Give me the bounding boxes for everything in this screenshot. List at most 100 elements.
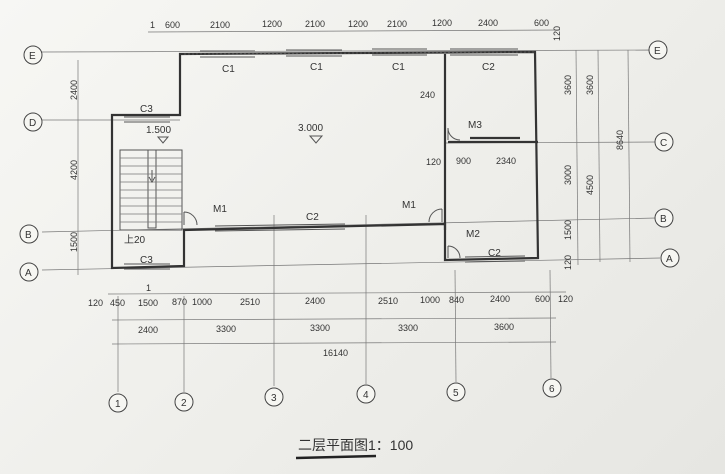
bottom-dim: 1000 [420, 295, 440, 305]
top-dim: 2100 [305, 19, 325, 29]
right-dimensions: 3600 3600 3000 4500 1500 120 8640 [563, 75, 625, 270]
right-dim: 3600 [563, 75, 573, 95]
door-label: M2 [466, 229, 480, 240]
total-dim: 16140 [323, 348, 348, 358]
right-dim: 1500 [563, 220, 573, 240]
axis-bubble [108, 393, 128, 413]
top-dim: 1 [150, 20, 155, 30]
top-dim: 2100 [210, 20, 230, 30]
top-dim: 2100 [387, 19, 407, 29]
interior-dim: 120 [426, 157, 441, 167]
axis-label: 3 [271, 393, 277, 404]
axis-label: D [29, 118, 36, 129]
interior-dim: 900 [456, 156, 471, 166]
interior-dim: 240 [420, 90, 435, 100]
axis-dim: 2400 [138, 325, 158, 335]
windows [124, 48, 526, 270]
stair-label: 1 [146, 283, 151, 293]
top-dimensions: 1 600 2100 1200 2100 1200 2100 1200 2400… [150, 18, 562, 41]
axis-bubble [446, 382, 466, 402]
stair-up-label: 上20 [124, 234, 146, 246]
elevation-mark: 1.500 [146, 125, 171, 136]
bottom-dim: 120 [558, 294, 573, 304]
axis-label: 1 [115, 399, 121, 410]
axis-label: 6 [549, 384, 555, 395]
bottom-dim: 600 [535, 294, 550, 304]
axis-bubble [648, 40, 668, 60]
top-dim: 600 [165, 20, 180, 30]
axis-label: E [29, 51, 36, 62]
right-axis-bubbles: E C B A [648, 40, 680, 268]
right-dim: 120 [563, 255, 573, 270]
bottom-dim: 450 [110, 298, 125, 308]
axis-dim: 3300 [216, 324, 236, 334]
bottom-dim: 120 [88, 298, 103, 308]
bottom-dim: 840 [449, 295, 464, 305]
door-label: M3 [468, 120, 482, 131]
axis-label: E [654, 46, 661, 57]
right-dim: 3000 [563, 165, 573, 185]
interior-dimensions: 240 120 900 2340 [420, 90, 516, 167]
axis-label: B [25, 230, 32, 241]
axis-dim: 3600 [494, 322, 514, 332]
bottom-dim: 870 [172, 297, 187, 307]
right-dim: 4500 [585, 175, 595, 195]
axis-bubble [23, 112, 43, 132]
right-dim: 8640 [615, 130, 625, 150]
window-label: C1 [222, 64, 235, 75]
top-dim: 1200 [432, 18, 452, 28]
drawing-title-block: 二层平面图1：100 [295, 437, 413, 460]
axis-bubble [654, 132, 674, 152]
top-dim: 120 [552, 26, 562, 41]
drawing-title: 二层平面图1：100 [298, 437, 413, 453]
axis-bubble [264, 387, 284, 407]
left-dim: 2400 [69, 80, 79, 100]
axis-bubble [356, 384, 376, 404]
axis-label: A [25, 268, 32, 279]
elevation-mark: 3.000 [298, 123, 323, 134]
window-label: C3 [140, 255, 153, 266]
window-label: C2 [306, 212, 319, 223]
bottom-dim: 2400 [305, 296, 325, 306]
door-label: M1 [213, 204, 227, 215]
dimension-lines [77, 29, 631, 345]
bottom-dim: 2400 [490, 294, 510, 304]
window-label: C1 [310, 62, 323, 73]
staircase [119, 149, 183, 231]
axis-bubble [542, 378, 562, 398]
top-dim: 1200 [348, 19, 368, 29]
walls [110, 50, 540, 270]
axis-bubble [174, 392, 194, 412]
axis-label: B [660, 214, 667, 225]
axis-label: 5 [453, 388, 459, 399]
left-axis-bubbles: E D B A [19, 45, 43, 282]
axis-bubble [654, 208, 674, 228]
axis-label: A [666, 254, 673, 265]
bottom-dim: 1000 [192, 297, 212, 307]
axis-label: C [660, 138, 667, 149]
bottom-dimensions-row1: 120 450 1500 870 1000 2510 2400 2510 100… [88, 294, 573, 308]
top-dim: 2400 [478, 18, 498, 28]
window-label: C2 [488, 248, 501, 259]
interior-dim: 2340 [496, 156, 516, 166]
axis-dim: 3300 [398, 323, 418, 333]
bottom-dim: 1500 [138, 298, 158, 308]
door-label: M1 [402, 200, 416, 211]
axis-label: 4 [363, 390, 369, 401]
axis-bubble [19, 224, 39, 244]
bottom-axis-bubbles: 1 2 3 4 5 6 [108, 378, 562, 413]
right-dim: 3600 [585, 75, 595, 95]
axis-bubble [23, 45, 43, 65]
window-label: C2 [482, 62, 495, 73]
left-dimensions: 2400 4200 1500 [69, 80, 79, 252]
window-label: C3 [140, 104, 153, 115]
bottom-dim: 2510 [378, 296, 398, 306]
axis-bubble [660, 248, 680, 268]
top-dim: 600 [534, 18, 549, 28]
axis-label: 2 [181, 398, 187, 409]
doors [183, 127, 461, 259]
bottom-dim: 2510 [240, 297, 260, 307]
axis-dim: 3300 [310, 323, 330, 333]
left-dim: 1500 [69, 232, 79, 252]
